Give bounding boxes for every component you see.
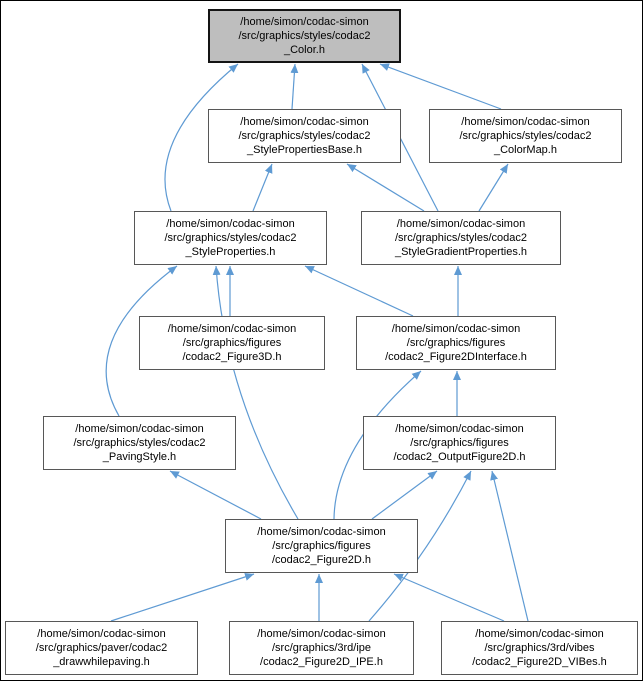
graph-node-figure2dipe[interactable]: /home/simon/codac-simon/src/graphics/3rd…	[229, 621, 414, 675]
node-label-line: /home/simon/codac-simon	[167, 323, 297, 335]
graph-node-figure2dinterface[interactable]: /home/simon/codac-simon/src/graphics/fig…	[356, 316, 556, 370]
node-label-line: _ColorMap.h	[494, 144, 557, 156]
node-label-line: /src/graphics/styles/codac2	[164, 232, 297, 244]
node-label-line: /codac2_Figure2D_IPE.h	[260, 656, 383, 668]
node-label-line: /src/graphics/figures	[272, 540, 371, 552]
graph-node-drawwhilepaving[interactable]: /home/simon/codac-simon/src/graphics/pav…	[5, 621, 198, 675]
graph-node-figure2dvibes[interactable]: /home/simon/codac-simon/src/graphics/3rd…	[441, 621, 638, 675]
node-label-line: /codac2_Figure2D_VIBes.h	[472, 656, 607, 668]
node-label-line: /src/graphics/paver/codac2	[35, 642, 168, 654]
include-edge-stylegradientproperties-to-stylepropertiesbase	[346, 163, 425, 212]
node-label-line: /src/graphics/styles/codac2	[238, 130, 371, 142]
include-edge-figure2dipe-to-outputfigure2d	[368, 470, 472, 622]
node-label-line: /codac2_Figure2DInterface.h	[385, 351, 527, 363]
graph-node-stylepropertiesbase[interactable]: /home/simon/codac-simon/src/graphics/sty…	[208, 109, 401, 163]
graph-node-outputfigure2d[interactable]: /home/simon/codac-simon/src/graphics/fig…	[363, 416, 556, 470]
include-edge-colormap-to-color	[379, 63, 502, 110]
node-label-line: _PavingStyle.h	[102, 451, 177, 463]
graph-node-stylegradientproperties[interactable]: /home/simon/codac-simon/src/graphics/sty…	[361, 211, 561, 265]
include-edge-figure2d-to-pavingstyle	[169, 470, 262, 520]
node-label-line: /src/graphics/3rd/ipe	[271, 642, 372, 654]
node-label-line: /home/simon/codac-simon	[257, 526, 386, 538]
node-label-line: _Color.h	[284, 44, 325, 56]
node-label-line: /home/simon/codac-simon	[475, 628, 604, 640]
node-label-line: /home/simon/codac-simon	[75, 423, 204, 435]
node-label-line: /home/simon/codac-simon	[240, 16, 369, 28]
node-label-line: /src/graphics/styles/codac2	[238, 30, 371, 42]
node-label-line: /src/graphics/figures	[182, 337, 282, 349]
node-label-line: /codac2_OutputFigure2D.h	[393, 451, 526, 463]
include-edge-figure2d-to-styleproperties	[212, 265, 299, 520]
graph-node-colormap[interactable]: /home/simon/codac-simon/src/graphics/sty…	[429, 109, 622, 163]
node-label-line: /src/graphics/styles/codac2	[73, 437, 206, 449]
include-edge-stylegradientproperties-to-colormap	[478, 163, 509, 212]
node-label-line: /home/simon/codac-simon	[396, 218, 526, 230]
include-edge-styleproperties-to-stylepropertiesbase	[252, 163, 273, 212]
node-label-line: /src/graphics/3rd/vibes	[484, 642, 595, 654]
node-label-line: /src/graphics/styles/codac2	[394, 232, 528, 244]
include-edge-drawwhilepaving-to-figure2d	[110, 573, 255, 622]
node-label-line: /src/graphics/figures	[410, 437, 509, 449]
node-label-line: /codac2_Figure2D.h	[271, 554, 372, 566]
include-edge-figure2d-to-figure2dinterface	[333, 370, 422, 520]
include-edge-figure2dinterface-to-styleproperties	[304, 265, 414, 317]
graph-node-color[interactable]: /home/simon/codac-simon/src/graphics/sty…	[208, 9, 401, 63]
node-label-line: _StyleProperties.h	[185, 246, 276, 258]
node-label-line: /src/graphics/styles/codac2	[459, 130, 592, 142]
node-label-line: /home/simon/codac-simon	[240, 116, 369, 128]
edges	[105, 63, 529, 622]
include-edge-figure2dvibes-to-outputfigure2d	[490, 470, 529, 622]
graph-node-figure2d[interactable]: /home/simon/codac-simon/src/graphics/fig…	[225, 519, 418, 573]
node-label-line: /src/graphics/figures	[406, 337, 506, 349]
node-label-line: _StyleGradientProperties.h	[394, 246, 528, 258]
node-label-line: /codac2_Figure3D.h	[182, 351, 282, 363]
node-label-line: /home/simon/codac-simon	[257, 628, 386, 640]
graph-node-figure3d[interactable]: /home/simon/codac-simon/src/graphics/fig…	[139, 316, 325, 370]
node-label-line: _drawwhilepaving.h	[53, 656, 150, 668]
include-edge-figure2d-to-outputfigure2d	[371, 470, 438, 520]
include-edge-styleproperties-to-color	[164, 63, 239, 212]
graph-node-styleproperties[interactable]: /home/simon/codac-simon/src/graphics/sty…	[134, 211, 327, 265]
node-label-line: /home/simon/codac-simon	[166, 218, 295, 230]
node-label-line: /home/simon/codac-simon	[391, 323, 521, 335]
include-edge-figure2dvibes-to-figure2d	[393, 573, 505, 622]
node-label-line: /home/simon/codac-simon	[461, 116, 590, 128]
node-label-line: /home/simon/codac-simon	[395, 423, 524, 435]
include-edge-stylepropertiesbase-to-color	[290, 63, 299, 110]
node-label-line: _StylePropertiesBase.h	[247, 144, 362, 156]
include-edge-pavingstyle-to-styleproperties	[105, 265, 178, 417]
node-label-line: /home/simon/codac-simon	[37, 628, 166, 640]
graph-node-pavingstyle[interactable]: /home/simon/codac-simon/src/graphics/sty…	[43, 416, 236, 470]
